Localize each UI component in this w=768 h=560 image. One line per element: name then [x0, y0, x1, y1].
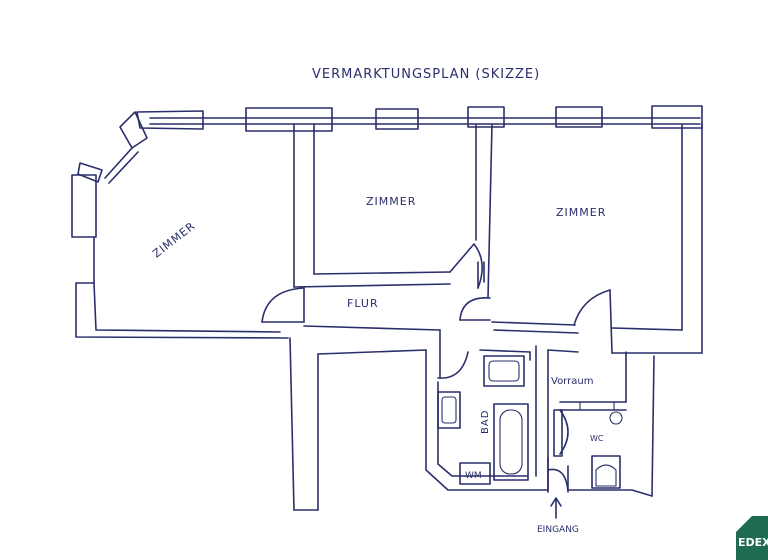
window-bay-top [136, 110, 204, 130]
bay-window [71, 111, 148, 238]
door-middle-room [449, 243, 483, 289]
wall-middle-right [475, 123, 493, 299]
corridor-walls [289, 325, 441, 511]
label-entrance: EINGANG [537, 525, 579, 535]
washing-machine: WM [459, 462, 491, 485]
right-room-walls [491, 123, 703, 354]
door-entrance [547, 468, 569, 493]
wc-basin-bar [579, 401, 623, 425]
label-zimmer-left: ZIMMER [150, 219, 198, 260]
bath-sink [483, 355, 525, 387]
window-top-2 [375, 108, 419, 130]
wc-sink [553, 409, 569, 457]
window-top-3 [467, 106, 505, 128]
wc-toilet [591, 455, 621, 489]
door-bathroom [437, 351, 469, 379]
wall-left-middle [293, 123, 315, 288]
plan-title: VERMARKTUNGSPLAN (SKIZZE) [312, 67, 540, 82]
window-top-5 [651, 105, 703, 129]
window-top-1 [245, 107, 333, 132]
door-flur-right [459, 297, 491, 321]
label-zimmer-right: ZIMMER [556, 206, 606, 219]
middle-room-bottom-wall [293, 271, 451, 288]
window-top-4 [555, 106, 603, 128]
label-wm: WM [465, 471, 482, 481]
door-right-room [573, 289, 613, 354]
brand-logo: EDEX [736, 516, 768, 560]
logo-text: EDEX [738, 536, 768, 549]
label-flur: FLUR [347, 297, 379, 310]
left-room-walls [75, 236, 289, 339]
label-bad: BAD [480, 410, 491, 434]
bath-washbasin [437, 391, 461, 429]
label-wc: WC [590, 434, 604, 443]
entrance-arrow-icon [550, 497, 562, 519]
bathtub [493, 403, 529, 481]
label-vorraum: Vorraum [551, 376, 593, 387]
top-wall [149, 117, 701, 125]
label-zimmer-middle: ZIMMER [366, 195, 416, 208]
door-flur-left [261, 287, 305, 323]
vorraum-walls [547, 349, 655, 497]
